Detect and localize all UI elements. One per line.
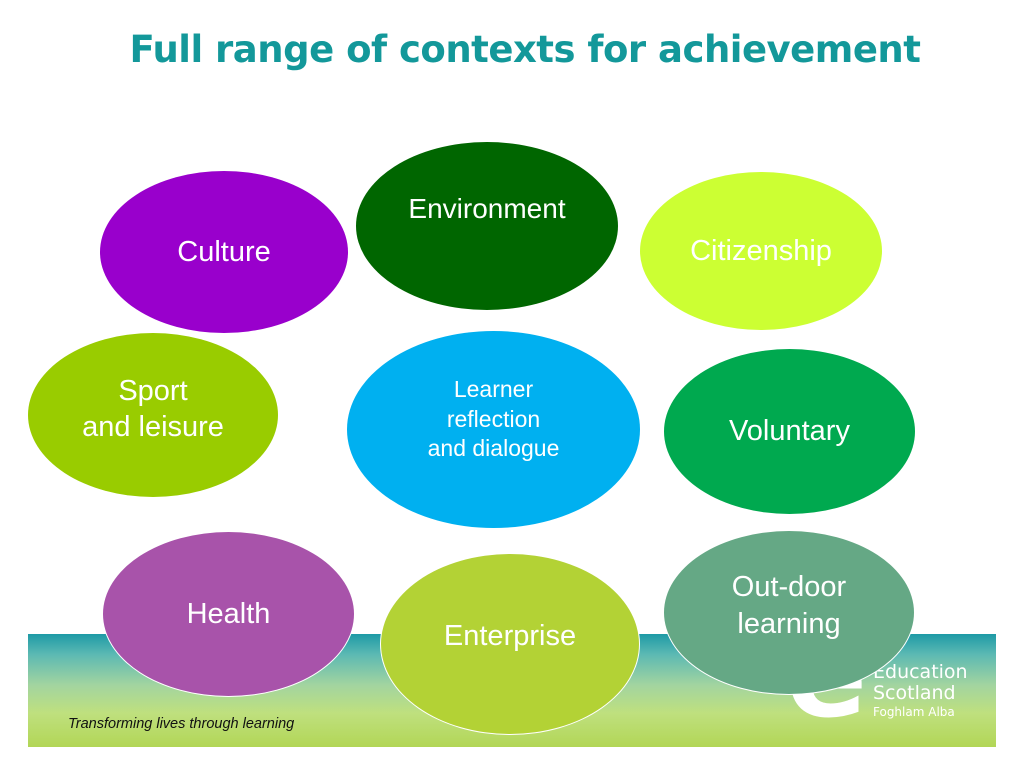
oval-health-label: Health — [186, 597, 271, 630]
oval-learner-line-2: reflection — [446, 405, 541, 432]
footer-tagline: Transforming lives through learning — [68, 716, 295, 732]
oval-environment: Environment — [356, 142, 618, 310]
oval-health: Health — [102, 531, 355, 697]
oval-enterprise: Enterprise — [380, 553, 640, 735]
oval-sport-and-leisure: Sport and leisure — [28, 333, 278, 497]
oval-sport-line-2: and leisure — [82, 411, 224, 443]
oval-culture: Culture — [100, 171, 348, 333]
oval-citizenship: Citizenship — [640, 172, 882, 330]
oval-voluntary-label: Voluntary — [729, 415, 850, 447]
logo-line-gaelic: Foghlam Alba — [873, 704, 955, 719]
education-scotland-logo-text: Education Scotland Foghlam Alba — [873, 662, 968, 719]
oval-outdoor-label: Out-door learning — [732, 569, 846, 642]
oval-environment-label: Environment — [408, 193, 566, 224]
logo-line-scotland: Scotland — [873, 681, 956, 704]
oval-outdoor-line-1: Out-door — [731, 571, 847, 604]
oval-learner-line-3: and dialogue — [427, 435, 560, 462]
logo-line-education: Education — [873, 661, 968, 683]
oval-sport-line-1: Sport — [118, 374, 188, 407]
oval-learner-line-1: Learner — [453, 375, 534, 402]
oval-learner-reflection: Learner reflection and dialogue — [347, 331, 640, 528]
oval-outdoor-learning: Out-door learning — [663, 530, 915, 695]
oval-sport-label: Sport and leisure — [82, 373, 224, 446]
slide-title: Full range of contexts for achievement — [129, 28, 921, 71]
oval-citizenship-label: Citizenship — [690, 234, 832, 267]
oval-learner-label: Learner reflection and dialogue — [428, 375, 560, 465]
oval-outdoor-line-2: learning — [737, 607, 841, 640]
oval-culture-label: Culture — [177, 235, 271, 268]
oval-voluntary: Voluntary — [664, 349, 915, 514]
oval-enterprise-label: Enterprise — [443, 619, 577, 652]
